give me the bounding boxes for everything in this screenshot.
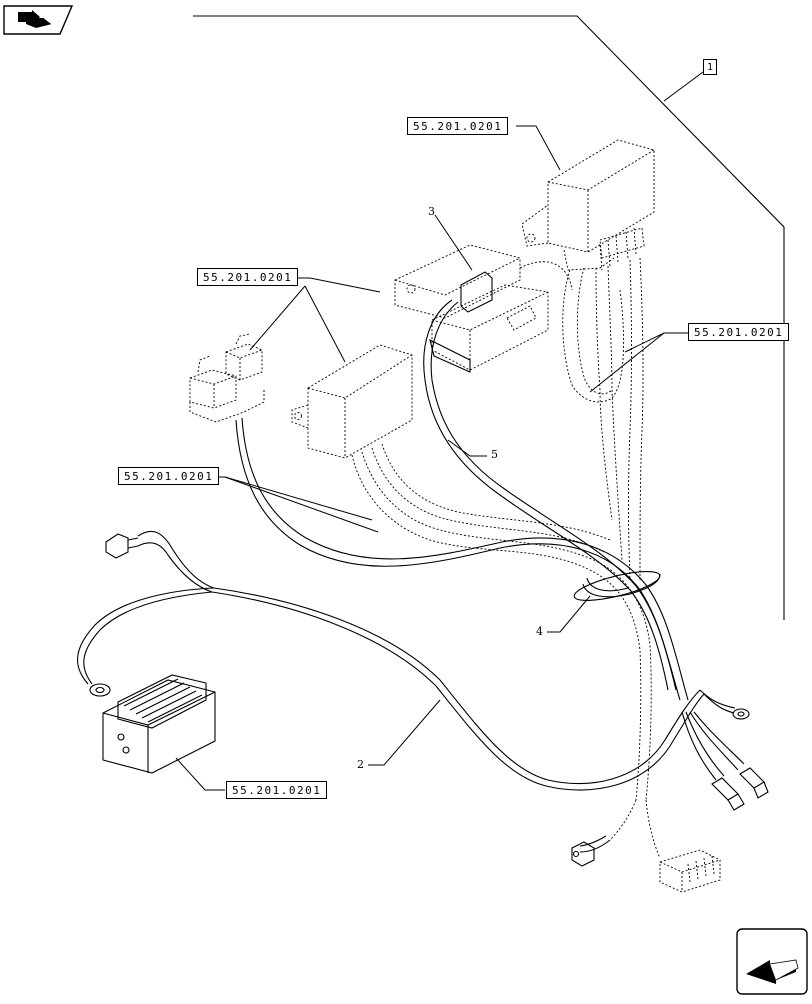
ref-box-left-mid[interactable]: 55.201.0201 [118,467,220,485]
ref-box-right[interactable]: 55.201.0201 [688,323,790,341]
callout-5: 5 [491,448,498,461]
next-page-arrow-icon-shape [736,928,808,995]
callout-2: 2 [357,758,364,771]
next-page-arrow-icon[interactable] [737,929,807,994]
ref-box-bottom[interactable]: 55.201.0201 [226,781,328,799]
section-arrow-icon[interactable] [4,6,72,34]
section-arrow-icon-shape [3,5,74,35]
callout-3: 3 [428,205,435,218]
assembly-number-box: 1 [703,59,718,75]
callout-4: 4 [536,625,543,638]
assembly-leader [663,68,708,102]
ref-box-top-right[interactable]: 55.201.0201 [407,117,509,135]
assembly-bracket-line [193,15,785,620]
ref-box-left-upper[interactable]: 55.201.0201 [197,268,299,286]
